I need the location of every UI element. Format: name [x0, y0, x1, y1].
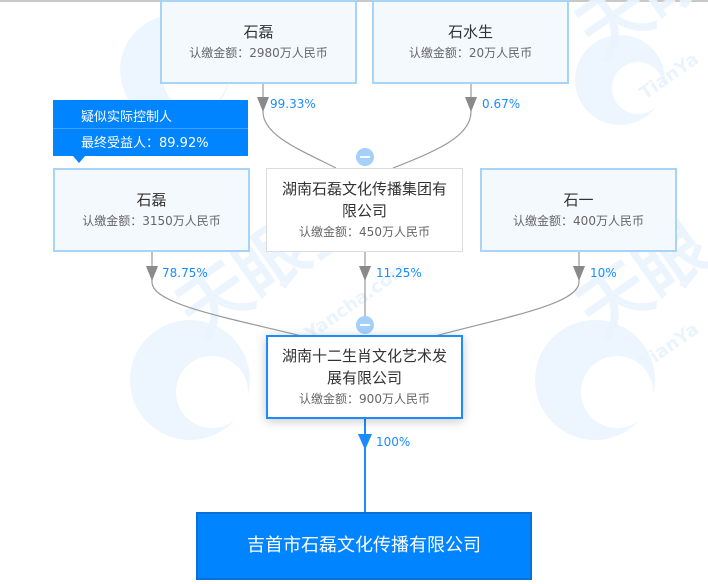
collapse-button[interactable] [356, 148, 374, 166]
percent-label: 11.25% [376, 266, 422, 280]
company-name-line1: 湖南石磊文化传播集团有 [281, 180, 447, 198]
collapse-button[interactable] [356, 316, 374, 334]
shareholder-node-shishuisheng[interactable]: 石水生 认缴金额：20万人民币 [372, 0, 569, 84]
company-name-line2: 展有限公司 [326, 369, 402, 387]
percent-label: 99.33% [270, 97, 316, 111]
svg-text:天眼: 天眼 [563, 0, 708, 74]
shareholder-node-hunan-shilei-group[interactable]: 湖南石磊文化传播集团有 限公司 认缴金额：450万人民币 [266, 168, 463, 252]
shareholder-name: 石磊 [136, 191, 167, 209]
svg-text:TianYa: TianYa [636, 318, 703, 374]
shareholder-amount: 认缴金额：3150万人民币 [82, 214, 221, 228]
badge-controller-label: 疑似实际控制人 [81, 110, 173, 125]
percent-label: 100% [376, 435, 411, 449]
percent-label: 10% [590, 266, 617, 280]
beneficiary-badge: 疑似实际控制人 最终受益人：89.92% [53, 100, 248, 156]
shareholder-name: 石水生 [447, 23, 493, 41]
shareholder-node-shilei[interactable]: 石磊 认缴金额：3150万人民币 [53, 168, 250, 252]
intermediate-company-node[interactable]: 湖南十二生肖文化艺术发 展有限公司 认缴金额：900万人民币 [266, 335, 463, 419]
company-amount: 认缴金额：900万人民币 [299, 392, 430, 406]
shareholder-node-shiyi[interactable]: 石一 认缴金额：400万人民币 [480, 168, 677, 252]
shareholder-amount: 认缴金额：20万人民币 [408, 46, 533, 60]
company-name-line1: 湖南十二生肖文化艺术发 [281, 347, 447, 365]
badge-beneficiary-label: 最终受益人：89.92% [81, 136, 209, 151]
shareholder-amount: 认缴金额：400万人民币 [513, 214, 644, 228]
percent-label: 78.75% [162, 266, 208, 280]
shareholder-name: 石磊 [243, 23, 274, 41]
shareholder-name: 石一 [563, 191, 594, 209]
company-name-line2: 限公司 [341, 202, 387, 220]
percent-label: 0.67% [482, 97, 521, 111]
badge-pointer-icon [73, 156, 85, 163]
shareholder-node-shilei-top[interactable]: 石磊 认缴金额：2980万人民币 [160, 0, 357, 84]
shareholder-amount: 认缴金额：2980万人民币 [189, 46, 328, 60]
target-company-node[interactable]: 吉首市石磊文化传播有限公司 [196, 512, 532, 580]
badge-divider [53, 128, 248, 129]
svg-text:TianYa: TianYa [636, 48, 703, 104]
shareholder-amount: 认缴金额：450万人民币 [299, 225, 430, 239]
target-company-name: 吉首市石磊文化传播有限公司 [247, 535, 481, 556]
